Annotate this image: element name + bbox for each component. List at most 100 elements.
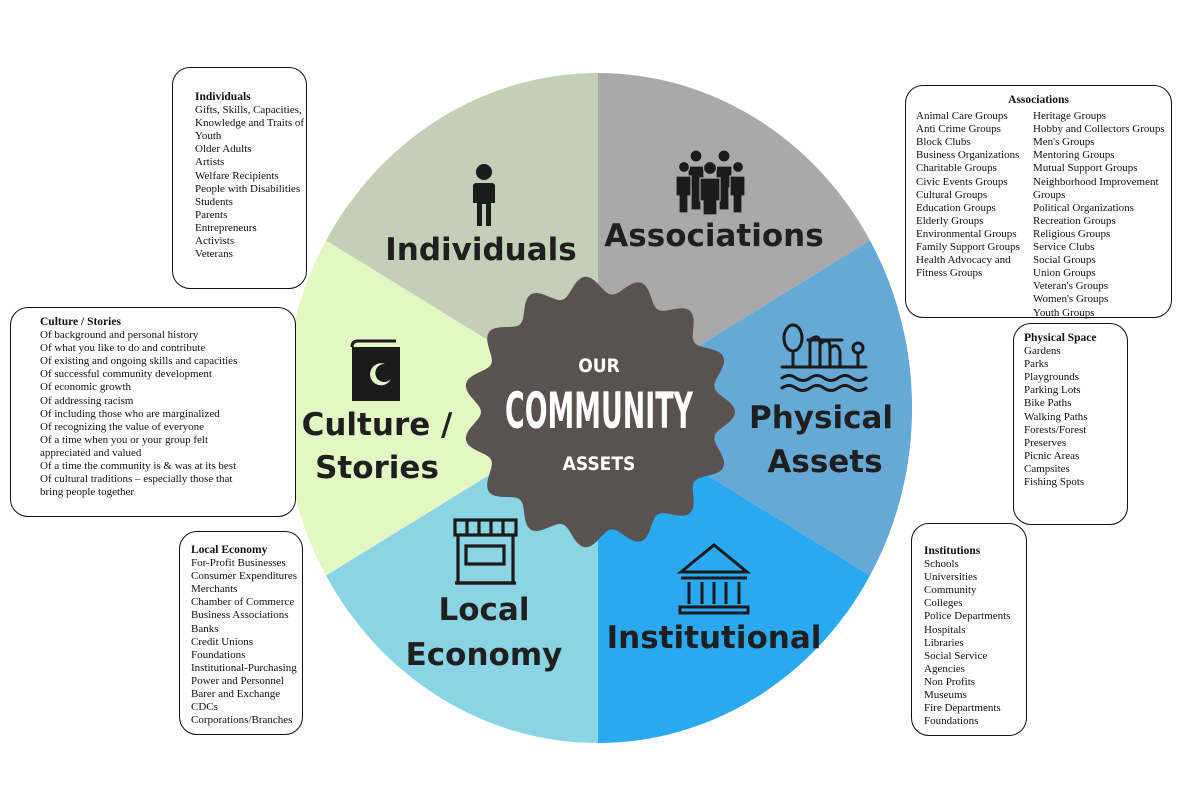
list-item: Agencies bbox=[924, 662, 965, 675]
list-item: Of what you like to do and contribute bbox=[40, 342, 206, 355]
list-item: Non Profits bbox=[924, 675, 976, 688]
label-physical-line1: Physical bbox=[749, 400, 893, 436]
list-item: Walking Paths bbox=[1024, 410, 1088, 423]
list-item: Of economic growth bbox=[40, 381, 132, 394]
list-item: Credit Unions bbox=[191, 635, 254, 648]
list-item: Institutional-Purchasing bbox=[191, 661, 297, 674]
list-item: Animal Care Groups bbox=[916, 110, 1008, 123]
list-item: Youth Groups bbox=[1033, 306, 1095, 319]
list-item: Social Groups bbox=[1033, 254, 1096, 267]
list-item: Groups bbox=[1033, 188, 1066, 201]
list-item: appreciated and valued bbox=[40, 446, 142, 459]
list-item: Youth bbox=[195, 130, 222, 143]
segment-culture bbox=[283, 240, 598, 576]
list-item: Heritage Groups bbox=[1033, 110, 1107, 123]
list-item: Fire Departments bbox=[924, 702, 1001, 715]
center-assets-text: ASSETS bbox=[563, 453, 636, 475]
list-item: Foundations bbox=[924, 715, 979, 728]
list-item: Education Groups bbox=[916, 201, 996, 214]
list-item: Political Organizations bbox=[1033, 201, 1134, 214]
list-item: Colleges bbox=[924, 597, 963, 610]
list-item: Business Associations bbox=[191, 609, 289, 622]
list-item: Playgrounds bbox=[1024, 371, 1079, 384]
list-item: Parents bbox=[195, 208, 228, 221]
list-item: Family Support Groups bbox=[916, 241, 1020, 254]
list-item: Gifts, Skills, Capacities, bbox=[195, 104, 302, 117]
culture-box-title: Culture / Stories bbox=[40, 316, 121, 328]
list-item: Men's Groups bbox=[1033, 136, 1095, 149]
list-item: Corporations/Branches bbox=[191, 714, 293, 727]
list-item: Mutual Support Groups bbox=[1033, 162, 1138, 175]
list-item: Union Groups bbox=[1033, 267, 1096, 280]
list-item: Veterans bbox=[195, 248, 233, 261]
label-individuals: Individuals bbox=[385, 232, 577, 268]
building-columns-icon bbox=[676, 543, 752, 615]
list-item: People with Disabilities bbox=[195, 182, 301, 195]
label-associations: Associations bbox=[604, 218, 823, 254]
list-item: Picnic Areas bbox=[1024, 449, 1080, 462]
list-item: Community bbox=[924, 584, 977, 597]
list-item: Barer and Exchange bbox=[191, 688, 281, 701]
list-item: Neighborhood Improvement bbox=[1033, 175, 1159, 188]
list-item: Artists bbox=[195, 156, 225, 169]
list-item: Of background and personal history bbox=[40, 329, 199, 342]
list-item: Universities bbox=[924, 571, 978, 584]
list-item: Recreation Groups bbox=[1033, 214, 1116, 227]
individuals-box-title: Individuals bbox=[195, 91, 251, 103]
list-item: Knowledge and Traits of bbox=[195, 117, 305, 130]
list-item: Civic Events Groups bbox=[916, 175, 1008, 188]
list-item: Campsites bbox=[1024, 462, 1070, 475]
list-item: Of a time when you or your group felt bbox=[40, 433, 209, 446]
list-item: Schools bbox=[924, 558, 959, 571]
individuals-list-box: Individuals Gifts, Skills, Capacities,Kn… bbox=[172, 67, 307, 289]
list-item: Social Service bbox=[924, 649, 988, 662]
physical-box-title: Physical Space bbox=[1024, 332, 1097, 344]
list-item: Bike Paths bbox=[1024, 397, 1072, 410]
list-item: Police Departments bbox=[924, 610, 1011, 623]
list-item: Libraries bbox=[924, 636, 964, 649]
list-item: CDCs bbox=[191, 701, 218, 714]
list-item: Merchants bbox=[191, 583, 238, 596]
list-item: Environmental Groups bbox=[916, 227, 1017, 240]
list-item: Museums bbox=[924, 689, 967, 702]
list-item: Banks bbox=[191, 622, 219, 635]
list-item: Parks bbox=[1024, 358, 1049, 371]
list-item: Welfare Recipients bbox=[195, 169, 279, 182]
label-physical-line2: Assets bbox=[767, 444, 882, 480]
list-item: Older Adults bbox=[195, 143, 252, 156]
segment-physical bbox=[598, 240, 913, 576]
list-item: Mentoring Groups bbox=[1033, 149, 1115, 162]
associations-box-title: Associations bbox=[1008, 94, 1069, 106]
list-item: Gardens bbox=[1024, 345, 1061, 358]
list-item: Of a time the community is & was at its … bbox=[40, 460, 237, 473]
list-item: bring people together bbox=[40, 486, 135, 499]
storefront-icon bbox=[453, 518, 518, 585]
label-economy-line1: Local bbox=[439, 592, 530, 628]
list-item: Women's Groups bbox=[1033, 293, 1109, 306]
label-economy-line2: Economy bbox=[406, 637, 563, 673]
list-item: Religious Groups bbox=[1033, 227, 1111, 240]
book-icon bbox=[350, 339, 400, 401]
list-item: Fishing Spots bbox=[1024, 476, 1085, 489]
list-item: Cultural Groups bbox=[916, 188, 988, 201]
list-item: Of existing and ongoing skills and capac… bbox=[40, 355, 238, 368]
individuals-items: Gifts, Skills, Capacities,Knowledge and … bbox=[195, 104, 306, 261]
list-item: Of cultural traditions – especially thos… bbox=[40, 473, 233, 486]
list-item: Veteran's Groups bbox=[1033, 280, 1108, 293]
economy-box-title: Local Economy bbox=[191, 544, 268, 556]
list-item: Chamber of Commerce bbox=[191, 596, 295, 609]
label-culture-line1: Culture / bbox=[302, 407, 453, 443]
list-item: For-Profit Businesses bbox=[191, 557, 286, 570]
center-community-text: COMMUNITY bbox=[505, 382, 694, 440]
list-item: Business Organizations bbox=[916, 149, 1020, 162]
list-item: Of recognizing the value of everyone bbox=[40, 420, 205, 433]
list-item: Health Advocacy and bbox=[916, 254, 1011, 267]
list-item: Block Clubs bbox=[916, 136, 971, 149]
list-item: Of including those who are marginalized bbox=[40, 407, 220, 420]
culture-stories-list-box: Culture / Stories Of background and pers… bbox=[10, 307, 296, 517]
